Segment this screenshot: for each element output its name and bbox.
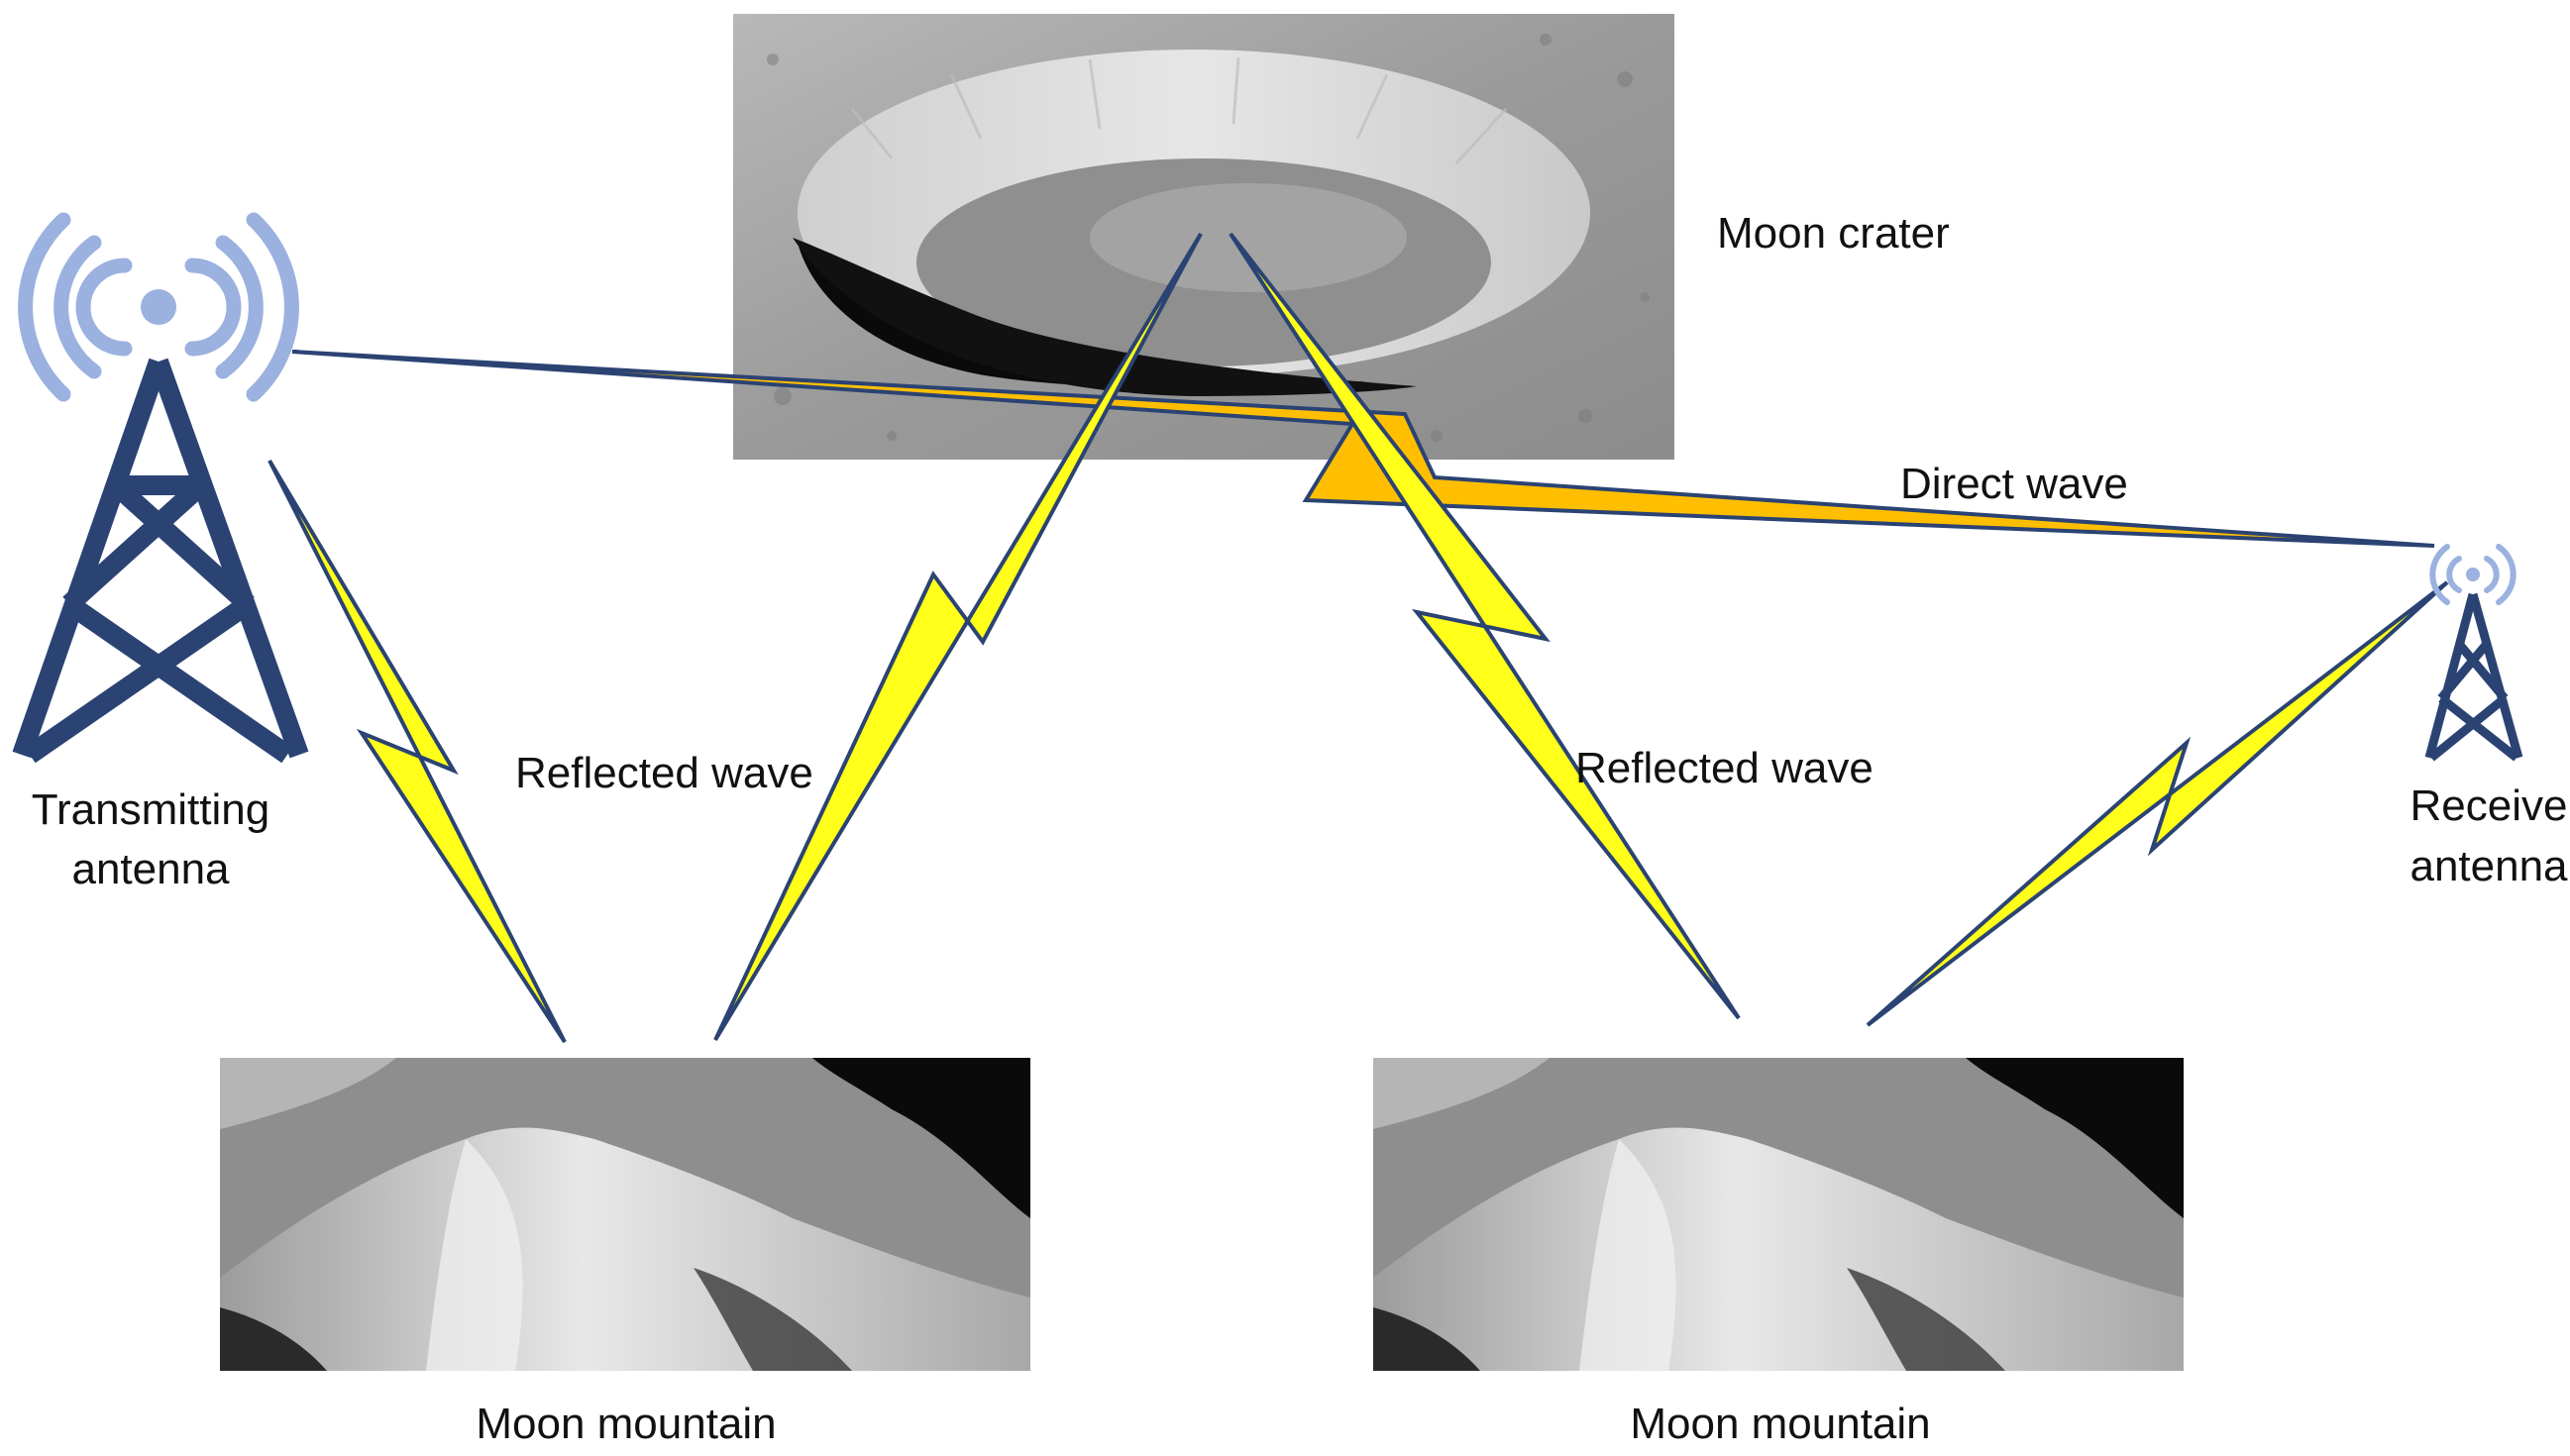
reflected-wave-bolt-crater-to-mountain (1229, 232, 1741, 1020)
reflected-wave-label-right: Reflected wave (1575, 744, 1874, 792)
direct-wave-label: Direct wave (1900, 460, 2128, 508)
moon-mountain-image-right (1373, 1058, 2184, 1371)
moon-crater-label: Moon crater (1717, 209, 1950, 258)
moon-mountain-image-left (220, 1058, 1030, 1371)
transmitting-antenna-label-line1: Transmitting (32, 785, 269, 834)
reflected-wave-bolt-mountain-to-crater (713, 232, 1203, 1042)
moon-mountain-label-right: Moon mountain (1630, 1400, 1930, 1448)
moon-mountain-label-left: Moon mountain (476, 1400, 776, 1448)
receive-antenna-label-line1: Receive (2410, 781, 2568, 830)
reflected-wave-bolt-mountain-to-rx (1866, 580, 2449, 1027)
transmitting-antenna-label-line2: antenna (71, 845, 230, 893)
reflected-wave-label-left: Reflected wave (515, 749, 813, 797)
receive-antenna-tower-icon (2424, 544, 2523, 762)
reflected-wave-bolt-tx-to-mountain (268, 459, 567, 1044)
transmitting-antenna-tower-icon (12, 212, 309, 764)
receive-antenna-label-line2: antenna (2409, 842, 2568, 890)
